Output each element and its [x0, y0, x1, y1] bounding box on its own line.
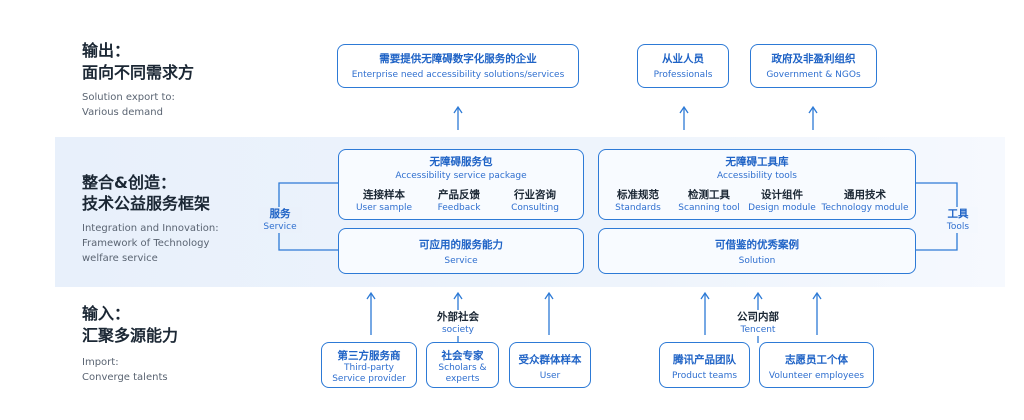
- tool-library-subtitle: Accessibility tools: [717, 171, 797, 181]
- tools-side-en: Tools: [946, 222, 970, 232]
- service-item-zh: 连接样本: [363, 189, 405, 201]
- society-en: society: [441, 325, 475, 335]
- tools-side-zh: 工具: [947, 208, 969, 220]
- solution-cases-box: 可借鉴的优秀案例 Solution: [598, 228, 916, 274]
- output-box-zh: 从业人员: [662, 53, 704, 65]
- service-item-en: Consulting: [511, 203, 559, 213]
- input-box-volunteers: 志愿员工个体 Volunteer employees: [759, 342, 874, 388]
- service-package-subtitle: Accessibility service package: [395, 171, 527, 181]
- arrow-up-icon: [453, 105, 463, 114]
- service-item-en: Feedback: [437, 203, 481, 213]
- input-box-en: Third-party: [344, 363, 394, 373]
- output-subtitle-line2: Various demand: [82, 107, 163, 118]
- input-box-third-party: 第三方服务商 Third-party Service provider: [321, 342, 417, 388]
- tool-item-en: Standards: [615, 203, 661, 213]
- tool-item-scanning: 检测工具 Scanning tool: [673, 188, 745, 214]
- output-box-government: 政府及非盈利组织 Government & NGOs: [750, 44, 877, 88]
- service-item-consulting: 行业咨询 Consulting: [500, 188, 570, 214]
- service-side-en: Service: [263, 222, 297, 232]
- input-box-en: Volunteer employees: [768, 371, 865, 381]
- society-group-label: 外部社会 society: [423, 310, 493, 336]
- integration-subtitle-line2: Framework of Technology: [82, 238, 210, 249]
- society-zh: 外部社会: [437, 311, 479, 323]
- service-item-en: User sample: [355, 203, 413, 213]
- input-box-en: Scholars &: [438, 363, 487, 373]
- service-side-zh: 服务: [269, 208, 291, 220]
- service-capability-box: 可应用的服务能力 Service: [338, 228, 584, 274]
- tencent-group-label: 公司内部 Tencent: [723, 310, 793, 336]
- tool-item-en: Scanning tool: [678, 203, 740, 213]
- input-subtitle-line1: Import:: [82, 357, 119, 368]
- output-title-line1: 输出：: [82, 41, 131, 60]
- input-box-en: User: [539, 371, 561, 381]
- integration-title-line2: 技术公益服务框架: [82, 194, 211, 213]
- input-box-zh: 社会专家: [441, 350, 484, 362]
- tool-item-zh: 标准规范: [617, 189, 659, 201]
- tencent-en: Tencent: [740, 325, 776, 335]
- output-box-professionals: 从业人员 Professionals: [637, 44, 729, 88]
- service-item-zh: 产品反馈: [438, 189, 480, 201]
- input-subtitle-line2: Converge talents: [82, 372, 168, 383]
- input-box-zh: 第三方服务商: [337, 350, 401, 362]
- service-capability-en: Service: [444, 256, 478, 266]
- service-package-box: 无障碍服务包 Accessibility service package: [338, 149, 584, 220]
- output-box-en: Enterprise need accessibility solutions/…: [351, 70, 565, 80]
- input-box-zh: 受众群体样本: [518, 354, 582, 366]
- tool-library-title: 无障碍工具库: [725, 156, 789, 168]
- input-box-user: 受众群体样本 User: [509, 342, 591, 388]
- tool-item-technology: 通用技术 Technology module: [818, 188, 912, 214]
- solution-cases-en: Solution: [738, 256, 776, 266]
- output-box-enterprise: 需要提供无障碍数字化服务的企业 Enterprise need accessib…: [337, 44, 579, 88]
- input-title-line1: 输入：: [82, 304, 131, 323]
- tools-side-label: 工具 Tools: [938, 207, 978, 233]
- tencent-zh: 公司内部: [737, 311, 779, 323]
- output-box-en: Government & NGOs: [766, 70, 861, 80]
- service-item-user-sample: 连接样本 User sample: [350, 188, 418, 214]
- tool-item-zh: 通用技术: [844, 189, 886, 201]
- integration-title-line1: 整合&创造：: [82, 173, 176, 192]
- input-box-en: experts: [445, 374, 480, 384]
- output-box-zh: 政府及非盈利组织: [771, 53, 856, 65]
- output-title-line2: 面向不同需求方: [82, 63, 195, 82]
- service-item-feedback: 产品反馈 Feedback: [425, 188, 493, 214]
- service-capability-zh: 可应用的服务能力: [419, 239, 503, 251]
- integration-subtitle-line1: Integration and Innovation:: [82, 223, 219, 234]
- output-subtitle-line1: Solution export to:: [82, 92, 175, 103]
- service-side-label: 服务 Service: [258, 207, 302, 233]
- input-box-zh: 腾讯产品团队: [673, 354, 736, 366]
- input-title-line2: 汇聚多源能力: [82, 326, 179, 345]
- tool-item-zh: 设计组件: [761, 189, 803, 201]
- tool-item-zh: 检测工具: [688, 189, 730, 201]
- solution-cases-zh: 可借鉴的优秀案例: [715, 239, 799, 251]
- output-box-en: Professionals: [653, 70, 713, 80]
- input-box-product-teams: 腾讯产品团队 Product teams: [659, 342, 750, 388]
- service-package-title: 无障碍服务包: [429, 156, 493, 168]
- tool-library-box: 无障碍工具库 Accessibility tools: [598, 149, 916, 220]
- service-item-zh: 行业咨询: [514, 189, 556, 201]
- tool-item-en: Technology module: [821, 203, 909, 213]
- tool-item-en: Design module: [748, 203, 816, 213]
- input-box-zh: 志愿员工个体: [785, 354, 848, 366]
- input-box-en: Service provider: [332, 374, 406, 384]
- input-box-en: Product teams: [671, 371, 738, 381]
- tool-item-standards: 标准规范 Standards: [607, 188, 669, 214]
- input-box-experts: 社会专家 Scholars & experts: [426, 342, 499, 388]
- tool-item-design: 设计组件 Design module: [745, 188, 819, 214]
- output-box-zh: 需要提供无障碍数字化服务的企业: [379, 53, 537, 65]
- integration-subtitle-line3: welfare service: [82, 253, 158, 264]
